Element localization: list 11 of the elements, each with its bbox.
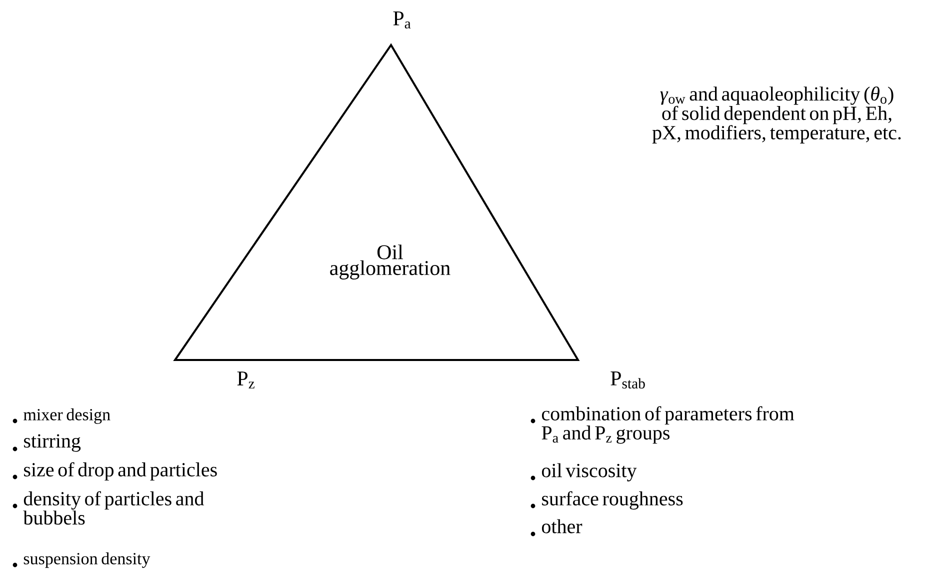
list-item: surface roughness [530, 491, 683, 510]
list-item: suspension density [12, 552, 150, 568]
note-text: γ$_{ow}$ and aquaoleophilicity (θ$_{o}$) of solid dependent on pH, Eh, pX, modifiers, temperature, etc. [652, 86, 901, 144]
list-item: combination of parameters from P$_{a}$ and P$_{z}$ groups [530, 406, 794, 444]
list-item: other [530, 519, 582, 536]
list-item: density of particles and bubbels [12, 491, 204, 525]
list-item: mixer design [12, 408, 110, 424]
list-item: size of drop and particles [12, 462, 217, 481]
list-item: oil viscosity [530, 463, 637, 482]
vertex-label: P$_{stab}$ [610, 372, 645, 388]
list-item: stirring [12, 434, 81, 452]
